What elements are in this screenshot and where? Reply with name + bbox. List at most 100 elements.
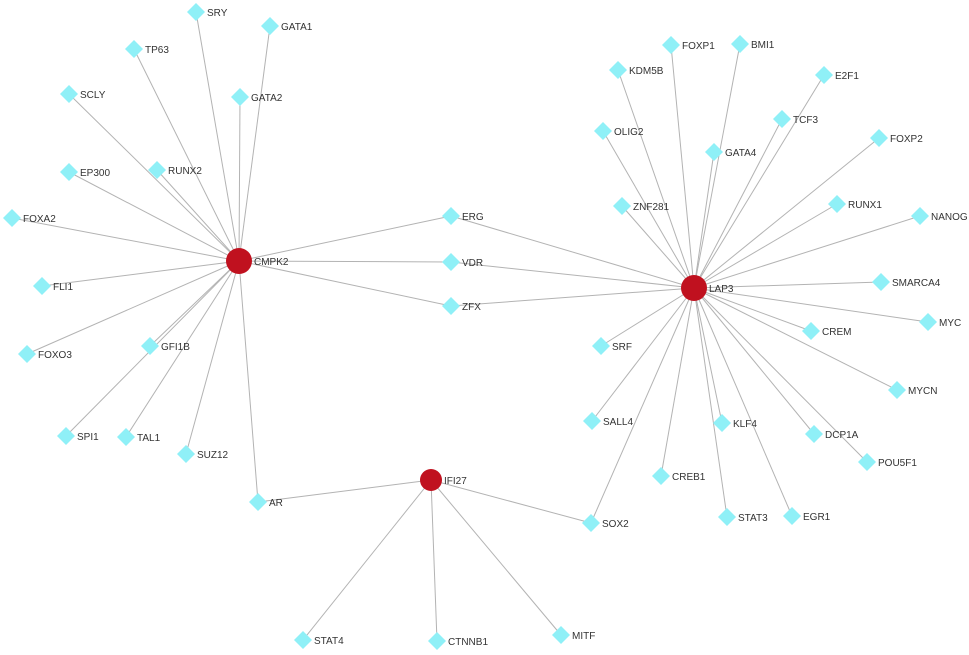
- node-cmpk2[interactable]: CMPK2: [226, 248, 289, 274]
- node-sox2[interactable]: SOX2: [582, 514, 629, 532]
- node-label: SOX2: [602, 519, 629, 530]
- node-label: SRY: [207, 8, 228, 19]
- node-label: SCLY: [80, 90, 106, 101]
- edge-cmpk2-scly: [68, 93, 240, 262]
- node-kdm5b[interactable]: KDM5B: [609, 61, 664, 79]
- node-label: FOXP1: [682, 41, 715, 52]
- node-srf[interactable]: SRF: [592, 337, 632, 355]
- edge-ifi27-stat4: [302, 479, 432, 641]
- edge-cmpk2-zfx: [238, 260, 452, 307]
- node-ifi27[interactable]: IFI27: [420, 469, 467, 491]
- hub-node-shape: [681, 275, 707, 301]
- node-foxp1[interactable]: FOXP1: [662, 36, 715, 54]
- target-node-shape: [705, 143, 723, 161]
- node-pou5f1[interactable]: POU5F1: [858, 453, 917, 471]
- node-suz12[interactable]: SUZ12: [177, 445, 229, 463]
- node-runx2[interactable]: RUNX2: [148, 161, 202, 179]
- edge-lap3-stat3: [693, 287, 728, 518]
- node-crem[interactable]: CREM: [802, 322, 851, 340]
- node-label: KLF4: [733, 419, 757, 430]
- edge-lap3-smarca4: [693, 281, 882, 289]
- target-node-shape: [713, 414, 731, 432]
- hub-node-shape: [226, 248, 252, 274]
- edge-cmpk2-tp63: [133, 48, 240, 262]
- node-ar[interactable]: AR: [249, 493, 283, 511]
- edge-lap3-crem: [693, 287, 812, 332]
- edge-cmpk2-sry: [195, 11, 240, 262]
- node-klf4[interactable]: KLF4: [713, 414, 757, 432]
- node-sry[interactable]: SRY: [187, 3, 228, 21]
- hub-node-shape: [420, 469, 442, 491]
- node-gata2[interactable]: GATA2: [231, 88, 283, 106]
- node-label: MYC: [939, 318, 961, 329]
- node-fli1[interactable]: FLI1: [33, 277, 73, 295]
- node-gata4[interactable]: GATA4: [705, 143, 757, 161]
- node-erg[interactable]: ERG: [442, 207, 484, 225]
- node-scly[interactable]: SCLY: [60, 85, 106, 103]
- target-node-shape: [18, 345, 36, 363]
- node-olig2[interactable]: OLIG2: [594, 122, 644, 140]
- node-bmi1[interactable]: BMI1: [731, 35, 775, 53]
- edge-lap3-pou5f1: [693, 287, 868, 463]
- node-smarca4[interactable]: SMARCA4: [872, 273, 941, 291]
- node-ep300[interactable]: EP300: [60, 163, 110, 181]
- node-foxa2[interactable]: FOXA2: [3, 209, 56, 227]
- target-node-shape: [231, 88, 249, 106]
- target-node-shape: [177, 445, 195, 463]
- node-myc[interactable]: MYC: [919, 313, 961, 331]
- target-node-shape: [594, 122, 612, 140]
- target-node-shape: [731, 35, 749, 53]
- target-node-shape: [442, 207, 460, 225]
- node-stat4[interactable]: STAT4: [294, 631, 344, 649]
- node-stat3[interactable]: STAT3: [718, 508, 768, 526]
- node-tp63[interactable]: TP63: [125, 40, 169, 58]
- edge-cmpk2-foxo3: [26, 260, 240, 355]
- node-sall4[interactable]: SALL4: [583, 412, 633, 430]
- edge-lap3-sox2: [590, 287, 695, 524]
- node-label: MITF: [572, 631, 595, 642]
- node-dcp1a[interactable]: DCP1A: [805, 425, 859, 443]
- node-label: ERG: [462, 212, 484, 223]
- node-vdr[interactable]: VDR: [442, 253, 483, 271]
- node-egr1[interactable]: EGR1: [783, 507, 831, 525]
- node-mitf[interactable]: MITF: [552, 626, 595, 644]
- node-runx1[interactable]: RUNX1: [828, 195, 882, 213]
- target-node-shape: [815, 66, 833, 84]
- node-label: NANOG: [931, 212, 968, 223]
- node-label: CREM: [822, 327, 851, 338]
- node-gata1[interactable]: GATA1: [261, 17, 313, 35]
- node-label: AR: [269, 498, 283, 509]
- node-label: VDR: [462, 258, 483, 269]
- node-spi1[interactable]: SPI1: [57, 427, 99, 445]
- edge-cmpk2-ep300: [68, 171, 240, 262]
- edge-lap3-znf281: [621, 205, 695, 289]
- node-mycn[interactable]: MYCN: [888, 381, 937, 399]
- node-zfx[interactable]: ZFX: [442, 297, 481, 315]
- edge-lap3-mycn: [693, 287, 898, 391]
- node-tcf3[interactable]: TCF3: [773, 110, 818, 128]
- target-node-shape: [125, 40, 143, 58]
- node-gfi1b[interactable]: GFI1B: [141, 337, 190, 355]
- node-label: SUZ12: [197, 450, 229, 461]
- node-znf281[interactable]: ZNF281: [613, 197, 670, 215]
- target-node-shape: [802, 322, 820, 340]
- target-node-shape: [805, 425, 823, 443]
- target-node-shape: [870, 129, 888, 147]
- node-creb1[interactable]: CREB1: [652, 467, 706, 485]
- node-lap3[interactable]: LAP3: [681, 275, 734, 301]
- node-ctnnb1[interactable]: CTNNB1: [428, 632, 488, 650]
- node-label: E2F1: [835, 71, 859, 82]
- node-nanog[interactable]: NANOG: [911, 207, 968, 225]
- target-node-shape: [582, 514, 600, 532]
- node-foxp2[interactable]: FOXP2: [870, 129, 923, 147]
- node-label: GATA1: [281, 22, 313, 33]
- node-e2f1[interactable]: E2F1: [815, 66, 859, 84]
- node-foxo3[interactable]: FOXO3: [18, 345, 72, 363]
- edge-lap3-kdm5b: [617, 69, 695, 289]
- target-node-shape: [3, 209, 21, 227]
- target-node-shape: [662, 36, 680, 54]
- edge-lap3-foxp2: [693, 137, 880, 289]
- node-label: STAT4: [314, 636, 344, 647]
- node-tal1[interactable]: TAL1: [117, 428, 161, 446]
